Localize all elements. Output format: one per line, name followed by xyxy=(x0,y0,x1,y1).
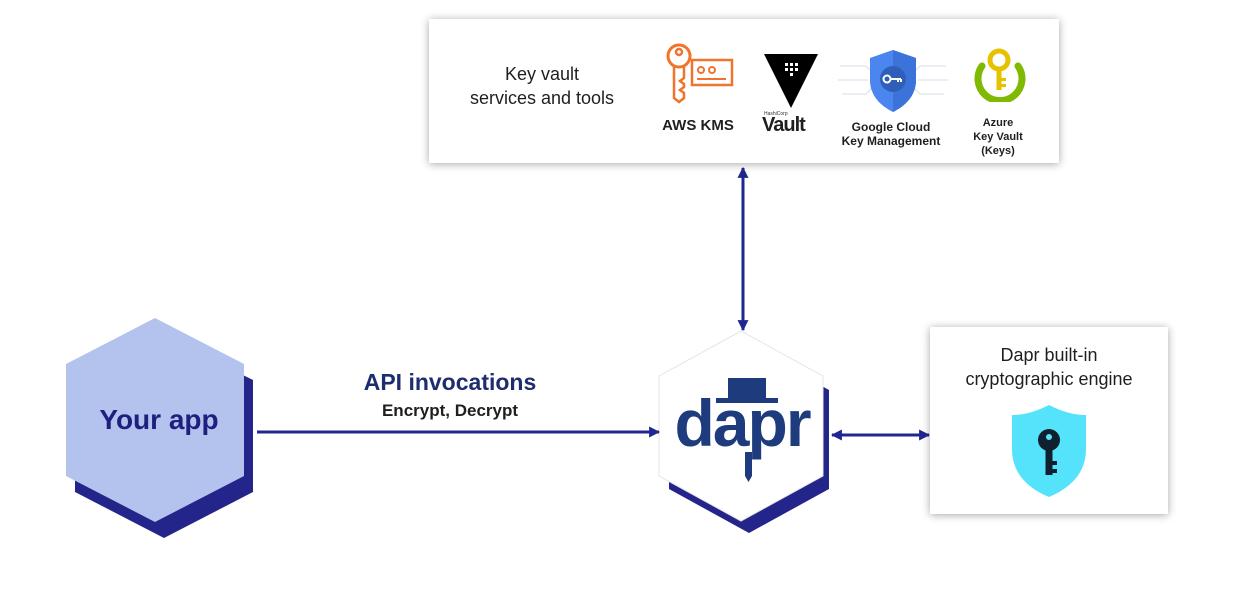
key-vault-title: Key vault services and tools xyxy=(469,64,615,108)
hashicorp-vault-icon xyxy=(764,54,818,108)
dapr-tie-icon xyxy=(745,452,752,482)
your-app-hex xyxy=(66,318,244,522)
api-operations-label: Encrypt, Decrypt xyxy=(381,401,519,420)
provider-vault-label: Vault xyxy=(762,114,806,136)
provider-hashicorp-label: HashiCorp xyxy=(764,111,788,117)
shield-key-icon xyxy=(1012,405,1086,497)
your-app-node xyxy=(66,318,253,538)
azure-key-vault-icon xyxy=(974,48,1026,102)
provider-azure-label: Azure Key Vault (Keys) xyxy=(973,117,1023,157)
dapr-node xyxy=(658,330,829,533)
dapr-wordmark: dapr xyxy=(674,386,811,460)
api-invocations-label: API invocations xyxy=(363,369,537,395)
google-cloud-kms-shield-icon xyxy=(838,50,948,112)
crypto-engine-title: Dapr built-in cryptographic engine xyxy=(965,345,1133,389)
dapr-hat-brim xyxy=(716,398,778,403)
dapr-hat-icon xyxy=(728,378,766,400)
aws-kms-key-icon xyxy=(666,43,734,104)
provider-aws-kms-label: AWS KMS xyxy=(662,117,734,134)
provider-google-cloud-label: Google Cloud Key Management xyxy=(841,120,941,148)
your-app-label: Your app xyxy=(99,404,219,435)
dapr-hex xyxy=(658,330,824,522)
key-vault-card xyxy=(429,19,1059,163)
